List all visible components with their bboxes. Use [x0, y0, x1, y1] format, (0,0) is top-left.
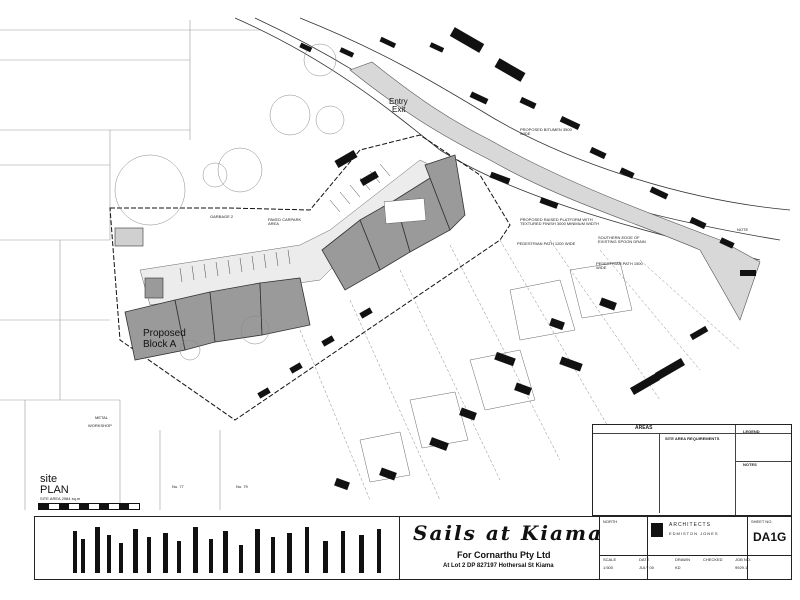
- boardwalk-label: PROPOSED RAISED PLATFORM WITH TEXTURED F…: [520, 217, 600, 226]
- entry-exit-label-line2: Exit: [392, 105, 406, 114]
- north-label: NORTH: [603, 519, 618, 524]
- garbage-label: GARBAGE 2: [210, 214, 234, 219]
- entry-exit-label-line1: Entry: [389, 97, 408, 106]
- neighbouring-house-outlines: [359, 261, 633, 483]
- drawing-number: DA1G: [753, 530, 787, 544]
- consultant-notes-area: [73, 521, 393, 575]
- tree-circles: [114, 43, 345, 361]
- road-hatched-area: [349, 61, 761, 321]
- site-boundary: [109, 134, 511, 421]
- garbage-enclosure: [114, 227, 144, 247]
- metal-workshop-label-line2: WORKSHOP: [88, 423, 112, 428]
- scale-label: SCALE: [603, 557, 617, 562]
- pedestrian-path2-label: PEDESTRIAN PATH 1500 WIDE: [596, 261, 643, 270]
- neighbouring-lot-lines: [0, 20, 260, 510]
- site-area-label: SITE AREA 2984 sq.m: [40, 496, 81, 501]
- bitumen-label: PROPOSED BITUMEN 3500 WIDE: [520, 127, 572, 136]
- architect-logo: [651, 523, 663, 537]
- block-a-label-line1: Proposed: [143, 328, 186, 339]
- block-b-building: [321, 154, 466, 291]
- block-a-label-line2: Block A: [143, 339, 177, 350]
- title-block: Sails at Kiama For Cornarthu Pty Ltd At …: [34, 516, 792, 580]
- job-no-label: JOB NO.: [735, 557, 752, 562]
- paved-area-label: PAVED CARPARK AREA: [268, 217, 302, 226]
- southern-edge-label: SOUTHERN EDGE OF EXISTING SPOON DRAIN: [598, 235, 646, 244]
- block-a-building: [124, 277, 311, 361]
- notes-title: NOTES: [743, 462, 757, 467]
- blank-annotation-box: [383, 198, 427, 224]
- metal-workshop-label-line1: METAL: [95, 415, 109, 420]
- project-title: Sails at Kiama: [413, 521, 604, 545]
- lot-label-77: No. 77: [172, 484, 184, 489]
- job-no-value: 9929.1: [735, 565, 748, 570]
- date-label: DATE: [639, 557, 650, 562]
- note-title: NOTE: [737, 227, 749, 232]
- client-name: For Cornarthu Pty Ltd: [457, 550, 551, 560]
- sheet-no-label: SHEET NO.: [751, 519, 773, 524]
- legend-title: LEGEND: [743, 429, 760, 434]
- site-plan-title-line1: site: [40, 473, 58, 485]
- lot-label-79: No. 79: [236, 484, 248, 489]
- drawn-value: KD: [675, 565, 681, 570]
- road-boundary-lines: [234, 17, 791, 261]
- date-value: JULY 00: [639, 565, 654, 570]
- drawn-label: DRAWN: [675, 557, 690, 562]
- areas-col2-title: SITE AREA REQUIREMENTS: [665, 436, 720, 441]
- dark-annotation-marks: [257, 27, 756, 491]
- parking-stalls: [179, 163, 391, 283]
- checked-label: CHECKED: [703, 557, 723, 562]
- lot-description: At Lot 2 DP 827197 Hothersal St Kiama: [443, 563, 554, 569]
- areas-table: AREAS SITE AREA REQUIREMENTS LEGEND NOTE…: [592, 424, 792, 516]
- scale-bar: [38, 503, 140, 510]
- scale-value: 1:500: [603, 565, 614, 570]
- architect-line2: EDMISTON JONES: [669, 531, 719, 536]
- pedestrian-path-label: PEDESTRIAN PATH 1200 WIDE: [517, 241, 576, 246]
- areas-table-title: AREAS: [635, 425, 653, 431]
- garage-unit: [144, 277, 164, 299]
- architect-line1: ARCHITECTS: [669, 522, 711, 528]
- site-plan-title-line2: PLAN: [40, 484, 69, 496]
- lot-dividing-lines: [299, 239, 741, 501]
